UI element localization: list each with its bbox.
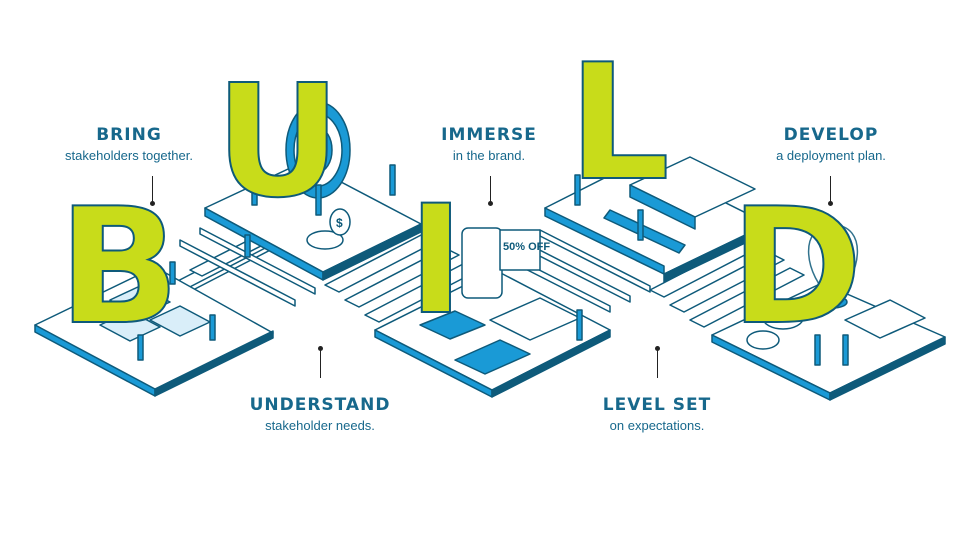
people <box>94 164 849 366</box>
step-title: LEVEL SET <box>602 395 712 415</box>
letter-u: U <box>215 51 341 232</box>
step-subtitle: stakeholder needs. <box>265 418 375 433</box>
letter-b: B <box>58 173 180 360</box>
step-develop: DEVELOP a deployment plan. <box>721 125 941 163</box>
target-icon <box>285 101 351 199</box>
step-immerse: IMMERSE in the brand. <box>379 125 599 163</box>
platform-l <box>544 159 769 283</box>
step-bring: BRING stakeholders together. <box>19 125 239 163</box>
lightbulb-icon <box>807 224 859 309</box>
step-title: IMMERSE <box>441 125 537 145</box>
coins-icon <box>306 208 351 250</box>
leader-line-bring <box>150 176 155 206</box>
leader-line-develop <box>828 176 833 206</box>
stairs-ui <box>324 232 480 323</box>
clipboard-icon <box>844 299 926 339</box>
sale-tag-text: 50% OFF <box>503 241 550 253</box>
letter-i: I <box>408 174 464 348</box>
step-subtitle: on expectations. <box>609 418 705 433</box>
image-card-icon <box>419 297 581 375</box>
step-title: BRING <box>96 125 162 145</box>
phone-icon <box>461 227 541 299</box>
gears-icon <box>746 306 804 350</box>
platform-u <box>204 161 422 281</box>
letter-d: D <box>730 173 863 360</box>
platform-i <box>374 269 611 398</box>
leader-line-understand <box>318 346 323 378</box>
step-subtitle: stakeholders together. <box>65 148 193 163</box>
letter-l: L <box>568 29 670 216</box>
step-understand: UNDERSTAND stakeholder needs. <box>210 395 430 433</box>
calculator-icon <box>629 156 756 230</box>
step-subtitle: in the brand. <box>452 148 526 163</box>
leader-line-level-set <box>655 346 660 378</box>
coin-symbol: $ <box>336 216 343 230</box>
step-subtitle: a deployment plan. <box>776 148 886 163</box>
pencil-icon <box>603 209 686 254</box>
step-level-set: LEVEL SET on expectations. <box>547 395 767 433</box>
step-title: DEVELOP <box>783 125 879 145</box>
leader-line-immerse <box>488 176 493 206</box>
step-title: UNDERSTAND <box>249 395 391 415</box>
